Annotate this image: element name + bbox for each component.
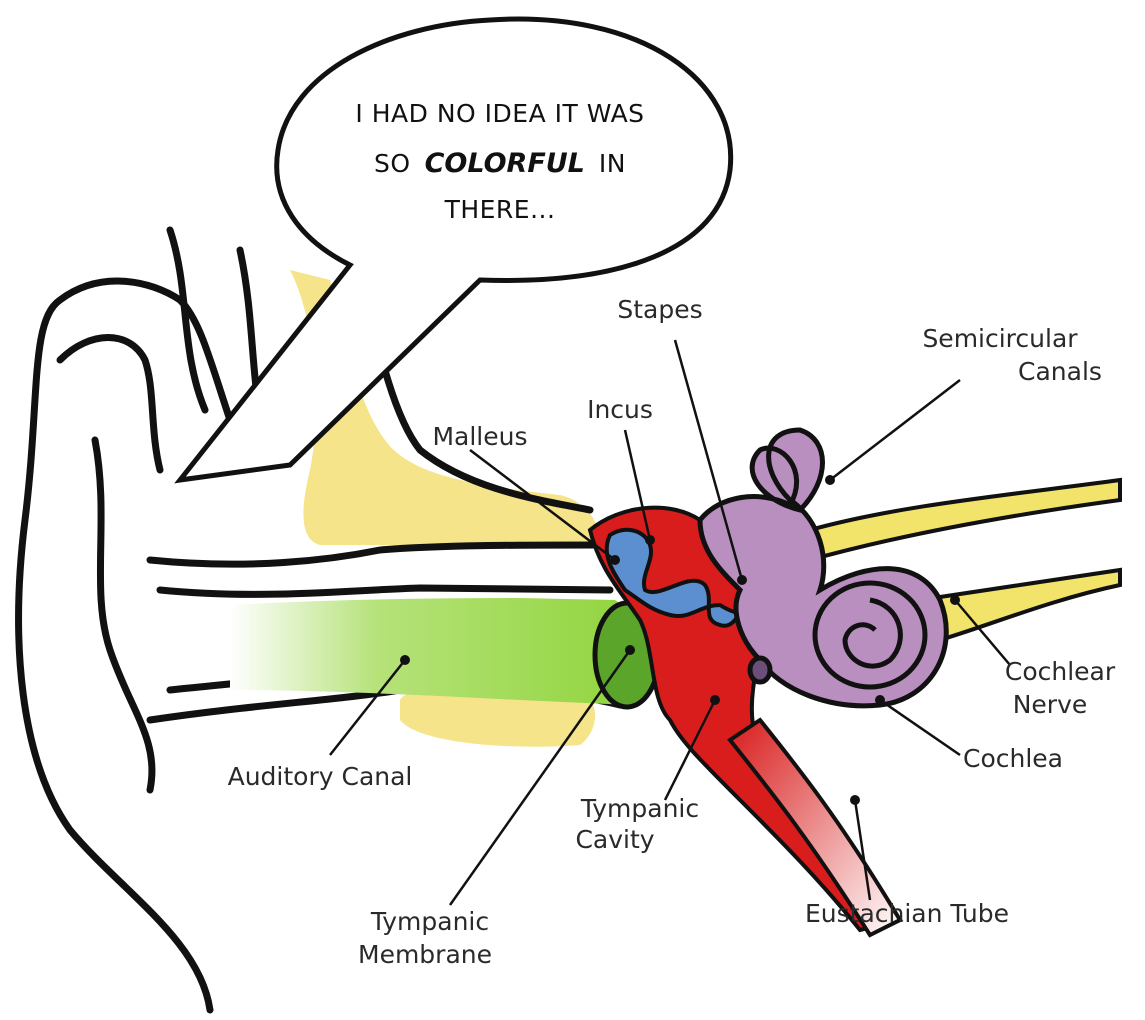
auditory-canal: [230, 598, 648, 705]
bubble-emphasis: COLORFUL: [425, 148, 585, 179]
label-tympanic-membrane-1: Tympanic: [370, 907, 489, 936]
label-cochlea: Cochlea: [963, 744, 1063, 773]
label-tympanic-cavity-1: Tympanic: [580, 794, 699, 823]
label-semicircular-2: Canals: [1018, 357, 1102, 386]
label-stapes: Stapes: [617, 295, 702, 324]
bubble-line-3: THERE...: [444, 195, 556, 224]
label-malleus: Malleus: [432, 422, 527, 451]
bubble-line-2-suffix: IN: [599, 149, 626, 178]
bubble-line-2-prefix: SO: [374, 149, 411, 178]
label-semicircular-1: Semicircular: [922, 324, 1078, 353]
label-cochlear-nerve-2: Nerve: [1013, 690, 1088, 719]
bubble-line-1: I HAD NO IDEA IT WAS: [355, 99, 644, 128]
label-auditory-canal: Auditory Canal: [228, 762, 413, 791]
label-tympanic-membrane-2: Membrane: [358, 940, 492, 969]
label-tympanic-cavity-2: Cavity: [575, 825, 654, 854]
label-incus: Incus: [587, 395, 653, 424]
label-cochlear-nerve-1: Cochlear: [1005, 657, 1116, 686]
label-eustachian-tube: Eustachian Tube: [805, 899, 1009, 928]
pinna: [19, 230, 265, 1010]
